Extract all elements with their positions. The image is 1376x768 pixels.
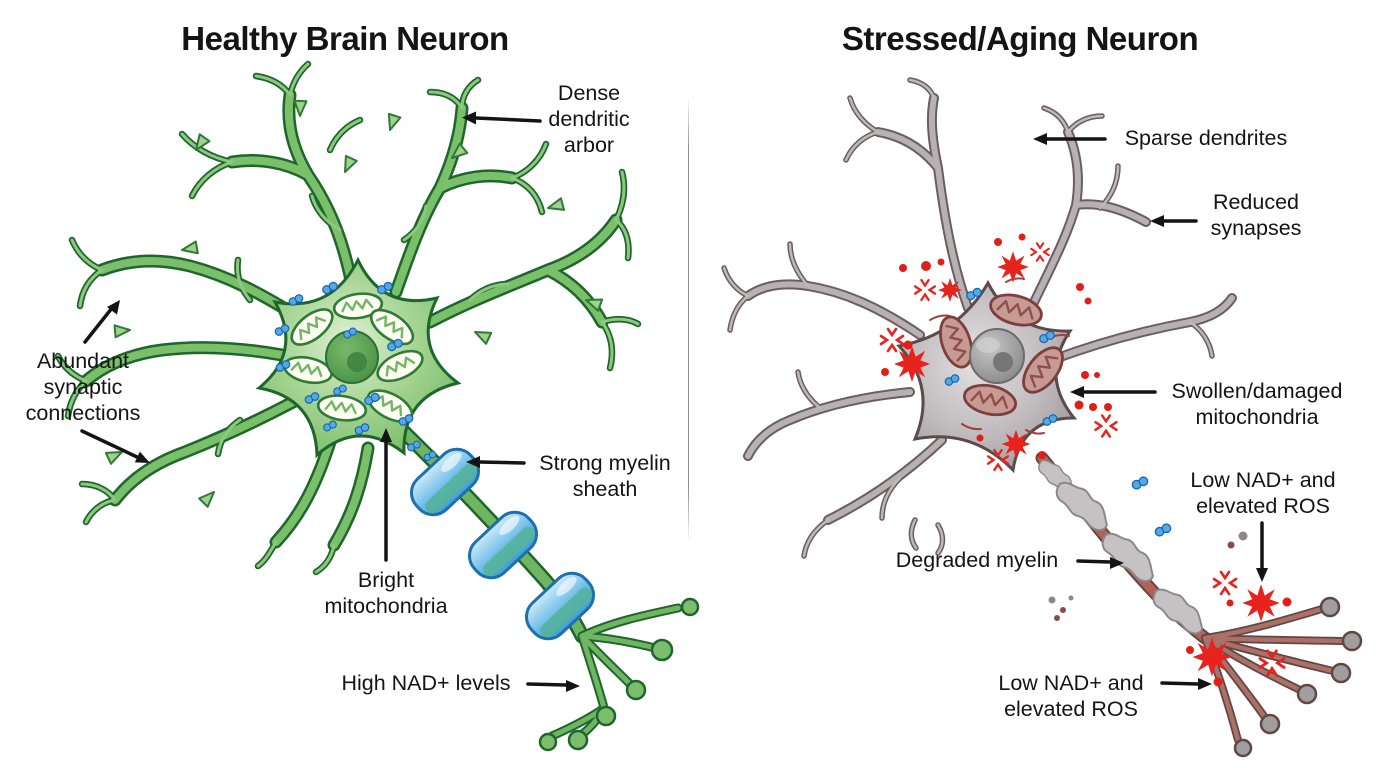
label-low-nad-elevated-ros-upper: Low NAD+ and elevated ROS xyxy=(1190,468,1336,518)
stressed-nucleus xyxy=(969,328,1025,384)
label-strong-myelin-sheath: Strong myelin sheath xyxy=(539,451,671,501)
label-dense-dendritic-arbor: Dense dendritic arbor xyxy=(548,81,630,157)
myelin-sheath-segments xyxy=(409,447,596,641)
stressed-neuron-illustration xyxy=(724,80,1363,758)
arrow-abundant-synaptic-lower xyxy=(80,429,150,463)
ros-markers-terminal xyxy=(1186,570,1292,687)
healthy-nucleus xyxy=(325,330,379,384)
arrow-strong-myelin-sheath xyxy=(466,456,526,468)
arrow-low-nad-lower xyxy=(1160,678,1212,690)
label-abundant-synaptic-connections: Abundant synaptic connections xyxy=(25,349,141,425)
arrow-low-nad-upper xyxy=(1256,521,1268,582)
arrow-reduced-synapses xyxy=(1150,215,1198,227)
label-high-nad-levels: High NAD+ levels xyxy=(341,671,511,695)
arrow-dense-dendritic-arbor xyxy=(462,111,542,125)
label-swollen-damaged-mitochondria: Swollen/damaged mitochondria xyxy=(1171,379,1343,429)
right-panel-title: Stressed/Aging Neuron xyxy=(841,20,1199,57)
arrow-sparse-dendrites xyxy=(1033,133,1107,145)
stressed-axon-terminal xyxy=(1205,596,1363,758)
label-reduced-synapses: Reduced synapses xyxy=(1210,190,1302,240)
arrow-swollen-mitochondria xyxy=(1070,386,1157,398)
myelin-debris xyxy=(1048,531,1248,621)
healthy-neuron-illustration xyxy=(58,64,700,752)
healthy-axon-terminal xyxy=(538,597,700,752)
arrow-high-nad-levels xyxy=(526,680,580,692)
annotation-arrows xyxy=(80,111,1268,692)
label-degraded-myelin: Degraded myelin xyxy=(895,548,1059,572)
label-low-nad-elevated-ros-lower: Low NAD+ and elevated ROS xyxy=(998,671,1144,721)
label-bright-mitochondria: Bright mitochondria xyxy=(324,568,448,618)
label-sparse-dendrites: Sparse dendrites xyxy=(1124,126,1288,150)
left-panel-title: Healthy Brain Neuron xyxy=(181,20,509,57)
panel-divider xyxy=(688,95,689,543)
ros-markers xyxy=(879,233,1118,472)
arrow-degraded-myelin xyxy=(1076,557,1124,569)
arrow-bright-mitochondria xyxy=(380,428,392,562)
arrow-abundant-synaptic-upper xyxy=(83,300,120,344)
